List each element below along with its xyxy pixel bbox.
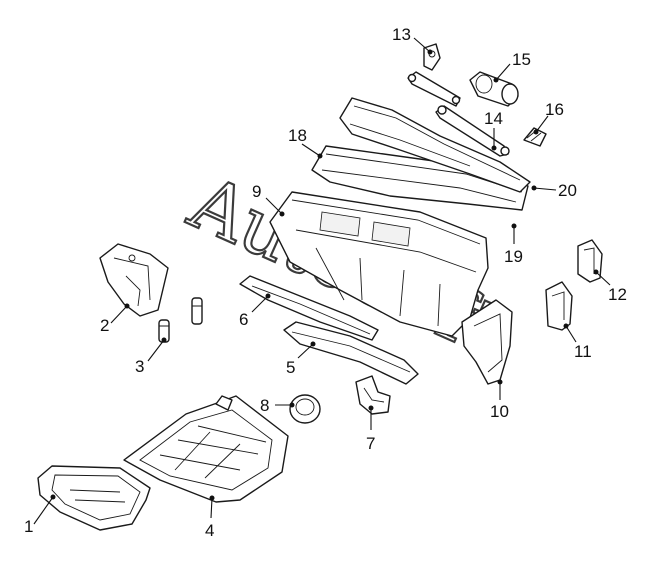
callout-14: 14 (484, 109, 503, 151)
callout-10: 10 (490, 379, 509, 421)
part-13-clip (423, 43, 441, 71)
svg-text:19: 19 (504, 247, 523, 266)
svg-text:4: 4 (205, 521, 214, 540)
svg-text:3: 3 (135, 357, 144, 376)
callout-16: 16 (533, 100, 564, 135)
callout-13: 13 (392, 25, 433, 55)
svg-text:7: 7 (366, 434, 375, 453)
svg-text:18: 18 (288, 126, 307, 145)
part-15-motor (469, 71, 519, 107)
part-1-tray (37, 465, 151, 531)
part-12-panel (577, 239, 603, 283)
part-14-link-rod (435, 105, 510, 157)
callout-11: 11 (563, 323, 592, 361)
part-4-floor-pan (123, 395, 289, 503)
part-5-cross-member (283, 321, 419, 385)
svg-text:10: 10 (490, 402, 509, 421)
svg-text:9: 9 (252, 182, 261, 201)
svg-text:13: 13 (392, 25, 411, 44)
callout-4: 4 (205, 495, 215, 540)
callout-3: 3 (135, 337, 167, 376)
callout-18: 18 (288, 126, 323, 159)
part-19-20-cowl (339, 97, 531, 193)
part-7-bracket (355, 375, 391, 415)
svg-text:12: 12 (608, 285, 627, 304)
svg-text:15: 15 (512, 50, 531, 69)
svg-text:16: 16 (545, 100, 564, 119)
callout-2: 2 (100, 303, 130, 335)
callout-9: 9 (252, 182, 285, 217)
svg-text:8: 8 (260, 396, 269, 415)
callout-12: 12 (593, 269, 627, 304)
callout-15: 15 (493, 50, 531, 83)
callout-7: 7 (366, 405, 375, 453)
part-8-grommet (289, 394, 321, 424)
part-2-side-panel (99, 243, 169, 317)
part-6-rail (239, 275, 379, 341)
part-11-panel (545, 281, 573, 331)
svg-text:11: 11 (574, 342, 592, 361)
part-9-dash-structure (269, 191, 489, 337)
svg-text:5: 5 (286, 358, 295, 377)
callout-1: 1 (24, 494, 56, 536)
svg-text:2: 2 (100, 316, 109, 335)
callout-19: 19 (504, 223, 523, 266)
callout-8: 8 (260, 396, 295, 415)
svg-text:6: 6 (239, 310, 248, 329)
svg-text:14: 14 (484, 109, 503, 128)
svg-text:20: 20 (558, 181, 577, 200)
part-18-upper-panel (311, 145, 529, 211)
callout-20: 20 (531, 181, 577, 200)
callout-5: 5 (286, 341, 316, 377)
part-upper-link (407, 71, 461, 107)
svg-text:1: 1 (24, 517, 33, 536)
callout-6: 6 (239, 293, 271, 329)
part-3-plugs (158, 297, 203, 343)
